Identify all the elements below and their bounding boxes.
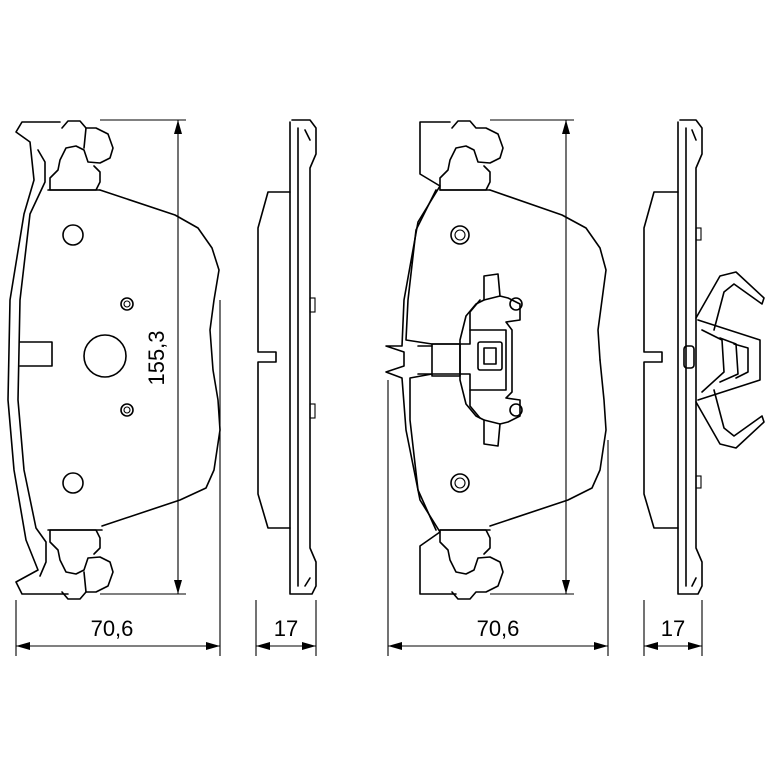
right-pad-front-view: [385, 120, 607, 600]
left-pad-front-view: [7, 120, 221, 600]
left-pad-side-view: [257, 119, 317, 595]
right-pad-thickness-label: 17: [661, 616, 685, 641]
dimension-labels: 155,3 70,6 17 70,6 17: [91, 330, 686, 641]
left-pad-width-label: 70,6: [91, 616, 134, 641]
pad-height-label: 155,3: [144, 330, 169, 385]
right-pad-width-label: 70,6: [477, 616, 520, 641]
dimension-lines: [15, 119, 703, 656]
left-pad-thickness-label: 17: [274, 616, 298, 641]
right-pad-side-view: [643, 119, 765, 595]
